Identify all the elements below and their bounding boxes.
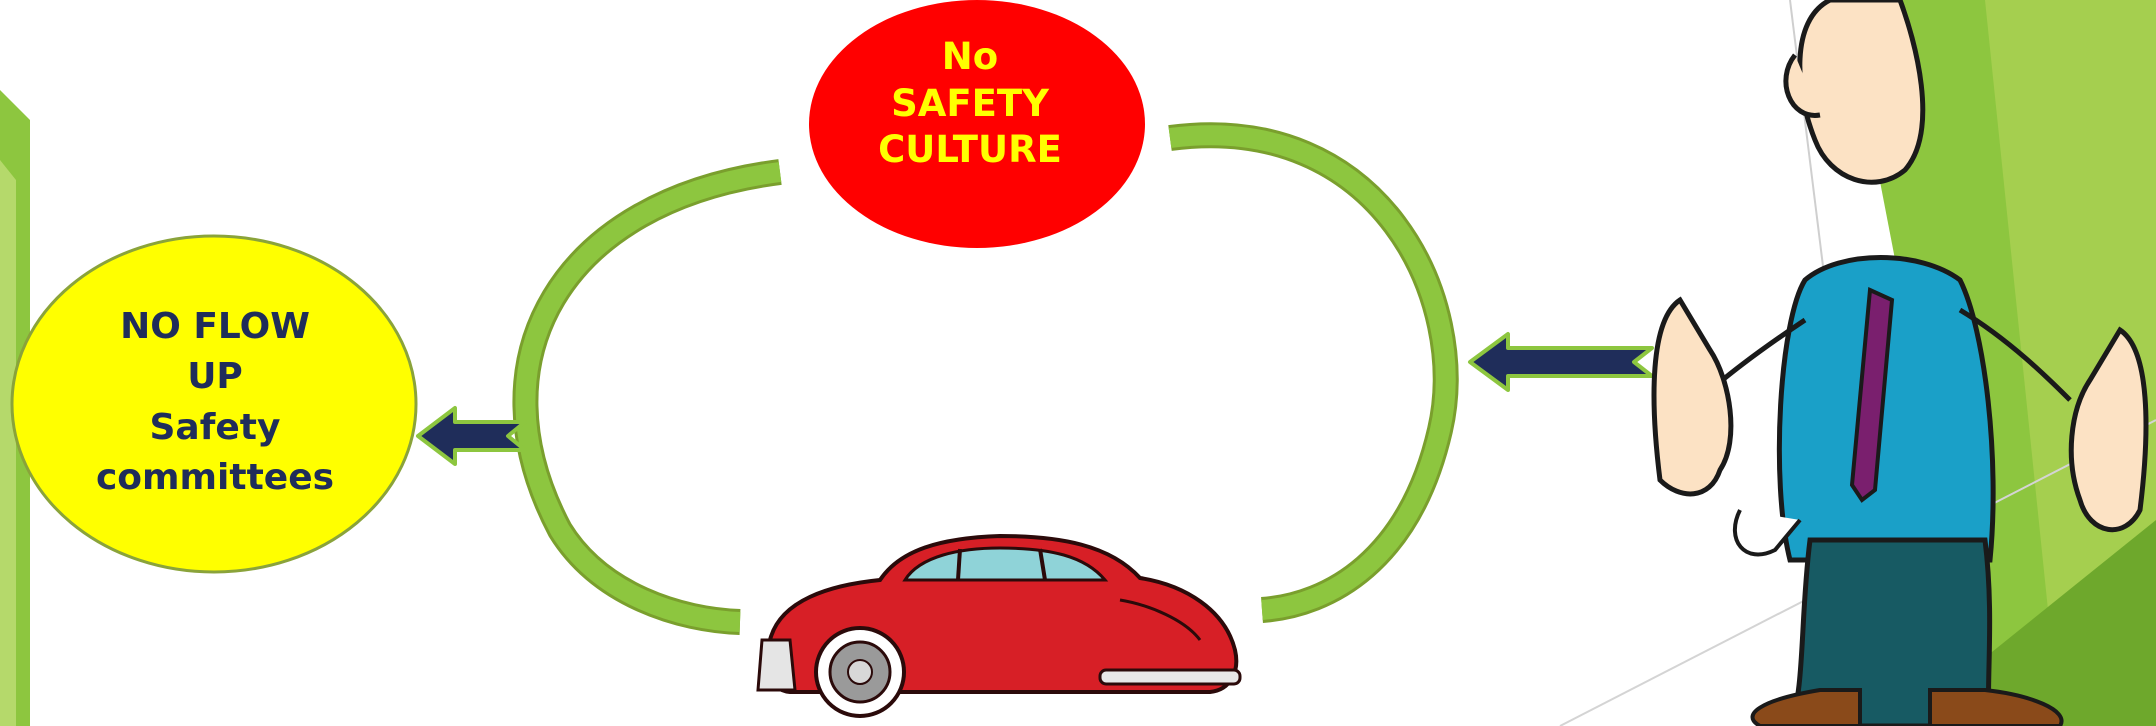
- left-node-line-3: Safety: [149, 406, 281, 448]
- frustrated-man-icon: [1651, 0, 2149, 726]
- red-car-icon: [756, 533, 1242, 718]
- left-node-label: NO FLOW UP Safety committees: [40, 302, 390, 504]
- cycle-arc-left-inner: [515, 162, 782, 632]
- top-node-line-1: No: [941, 35, 999, 78]
- cycle-arc-right: [1168, 122, 1459, 623]
- arrow-to-left-node: [416, 406, 527, 466]
- left-node-line-4: committees: [95, 457, 335, 499]
- right-green-band: [1559, 0, 2156, 726]
- top-node-line-2: SAFETY: [891, 81, 1049, 125]
- left-node-ellipse: [10, 234, 418, 574]
- arrow-to-right-arc: [1468, 332, 1654, 392]
- top-node-line-3: CULTURE: [878, 128, 1062, 172]
- top-node-label: No SAFETY CULTURE: [800, 34, 1140, 174]
- cycle-arc-right-inner: [1168, 125, 1456, 620]
- cycle-arc-left: [512, 159, 782, 635]
- top-node-ellipse: [809, 0, 1145, 248]
- left-node-line-1: NO FLOW: [120, 306, 310, 347]
- left-node-line-2: UP: [187, 356, 243, 398]
